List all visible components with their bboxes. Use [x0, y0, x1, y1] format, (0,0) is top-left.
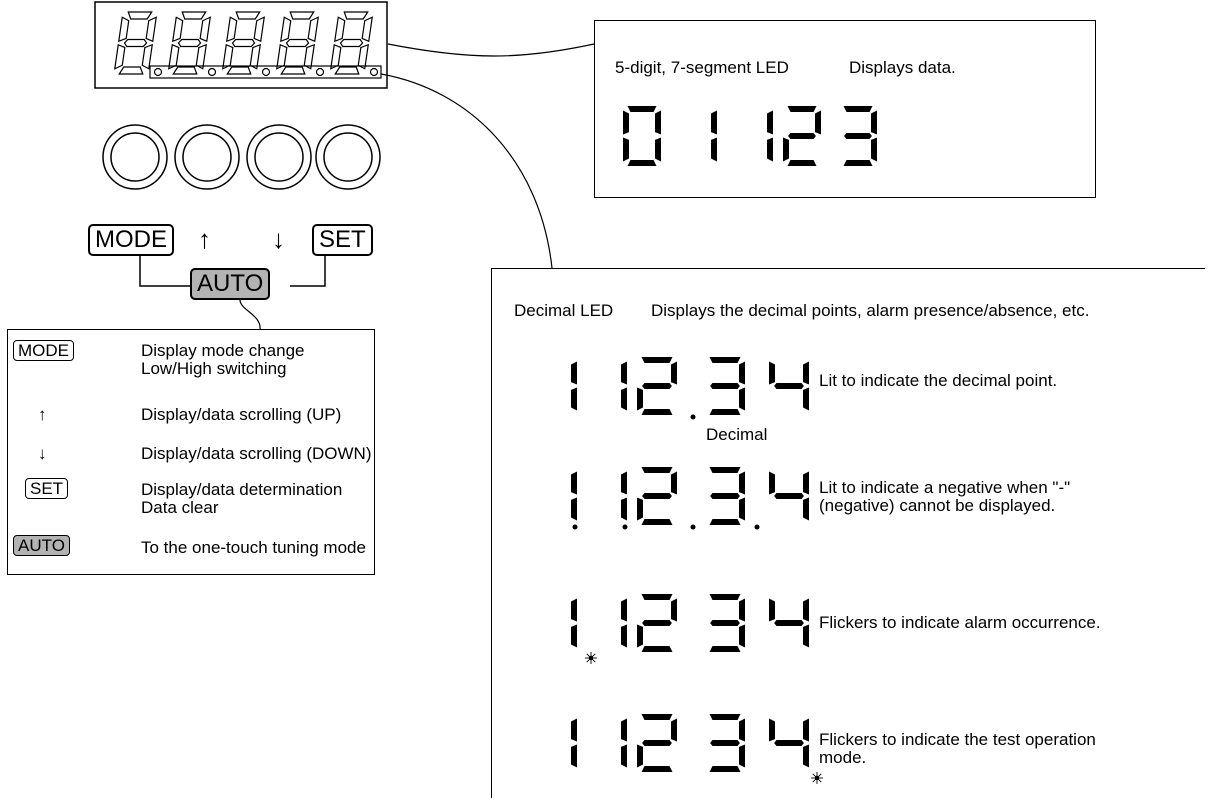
decimal-callout-box: Decimal LED Displays the decimal points,… [491, 268, 1205, 798]
auto-leader-line [239, 299, 261, 331]
decimal-led-strip [149, 65, 382, 79]
up-knob[interactable] [172, 122, 242, 192]
mode-knob[interactable] [100, 122, 170, 192]
legend-key-up: ↑ [38, 405, 47, 424]
led-example-digits [623, 106, 877, 166]
legend-desc-set: Display/data determination Data clear [141, 480, 343, 517]
legend-desc-down: Display/data scrolling (DOWN) [141, 444, 372, 463]
legend-desc-mode: Display mode change Low/High switching [141, 341, 305, 378]
row2-description: Lit to indicate a negative when "-" (neg… [819, 478, 1071, 515]
legend-key-down: ↓ [38, 444, 47, 463]
decimal-example-row-4 [571, 714, 823, 784]
decimal-callout-description: Displays the decimal points, alarm prese… [651, 301, 1090, 320]
row3-description: Flickers to indicate alarm occurrence. [819, 613, 1101, 632]
decimal-example-row-3 [571, 594, 809, 664]
down-knob[interactable] [244, 122, 314, 192]
set-button[interactable]: SET [312, 224, 373, 256]
decimal-callout-title: Decimal LED [514, 301, 614, 320]
legend-desc-up: Display/data scrolling (UP) [141, 405, 342, 424]
set-knob[interactable] [313, 122, 383, 192]
legend-key-mode: MODE [13, 340, 74, 361]
mode-button[interactable]: MODE [88, 224, 174, 256]
led-callout-box: 5-digit, 7-segment LED Displays data. [594, 20, 1096, 198]
device-7seg-display [114, 11, 379, 77]
led-callout-title: 5-digit, 7-segment LED [615, 58, 789, 77]
led-leader-line [387, 43, 595, 57]
key-legend-box: MODE Display mode change Low/High switch… [7, 329, 375, 575]
led-callout-description: Displays data. [849, 58, 956, 77]
decimal-example-row-1 [571, 357, 809, 420]
decimal-label: Decimal [706, 425, 768, 444]
legend-key-set: SET [25, 478, 69, 499]
legend-desc-auto: To the one-touch tuning mode [141, 538, 366, 557]
set-bracket [290, 255, 326, 287]
decimal-example-row-2 [571, 467, 809, 530]
mode-bracket [139, 255, 190, 287]
up-arrow-icon[interactable]: ↑ [198, 224, 211, 254]
auto-button[interactable]: AUTO [190, 268, 271, 300]
down-arrow-icon[interactable]: ↓ [272, 224, 285, 254]
decimal-leader-line [380, 73, 553, 269]
row1-description: Lit to indicate the decimal point. [819, 371, 1058, 390]
legend-key-auto: AUTO [13, 535, 70, 556]
row4-description: Flickers to indicate the test operation … [819, 730, 1096, 767]
device-display-frame [94, 1, 388, 89]
